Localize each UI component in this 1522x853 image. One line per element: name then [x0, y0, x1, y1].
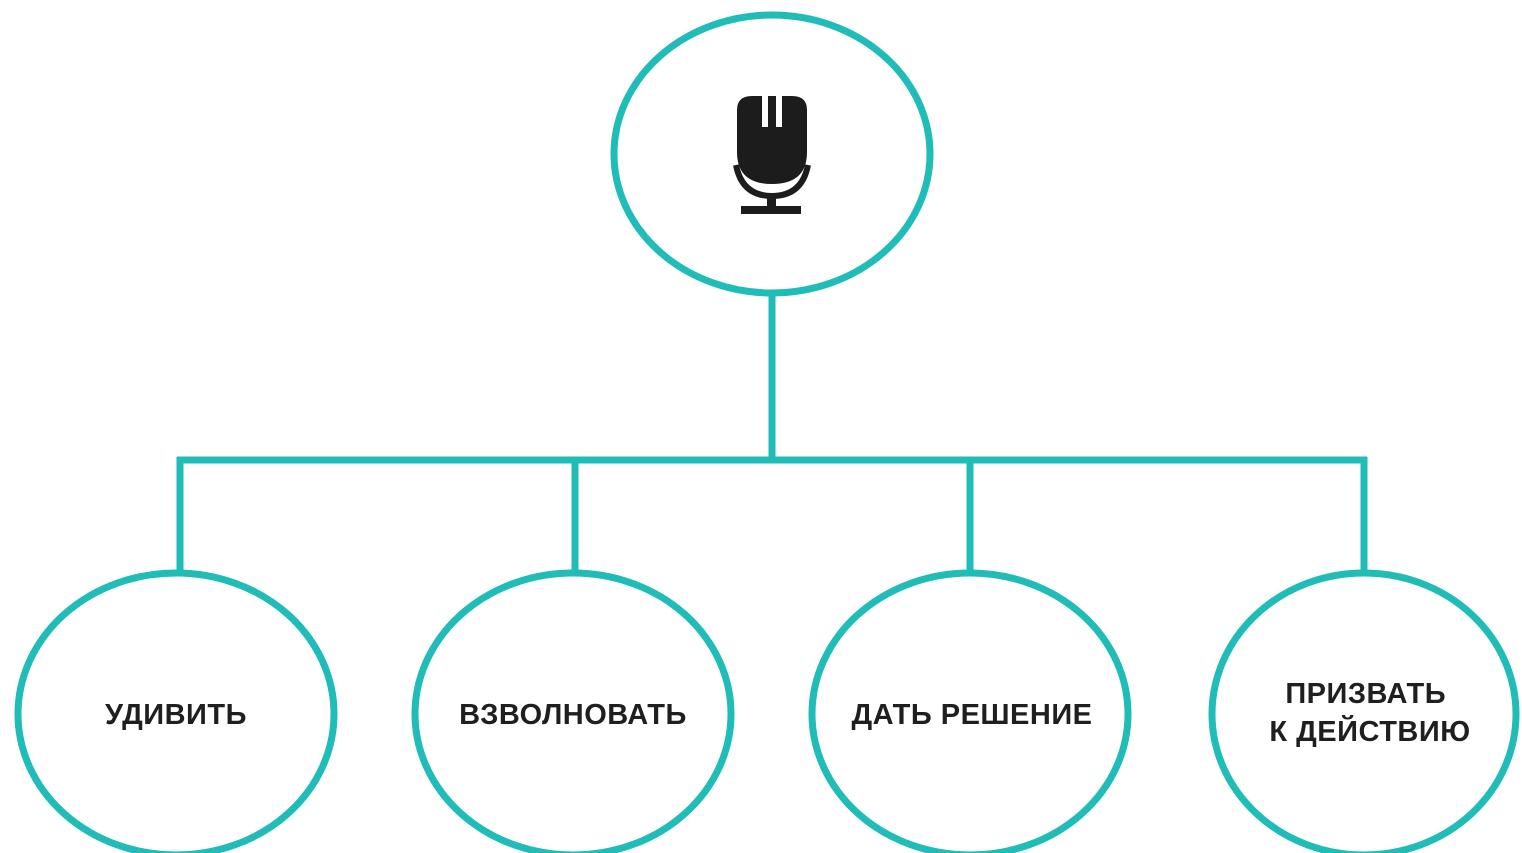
child-node-3-circle — [808, 569, 1132, 853]
child-node-4-circle — [1208, 569, 1520, 853]
root-node — [610, 11, 934, 297]
microphone-icon — [733, 96, 811, 214]
child-node-2-label: ВЗВОЛНОВАТЬ — [459, 699, 687, 731]
child-node-4-label-line-2: К ДЕЙСТВИЮ — [1269, 714, 1470, 748]
child-node-4-label: ПРИЗВАТЬ К ДЕЙСТВИЮ — [1269, 678, 1470, 748]
child-node-3-label: ДАТЬ РЕШЕНИЕ — [851, 699, 1092, 731]
connectors — [176, 294, 1368, 572]
child-node-2: ВЗВОЛНОВАТЬ — [411, 569, 735, 853]
child-node-1-circle — [14, 569, 338, 853]
child-node-4-label-line-1: ПРИЗВАТЬ — [1285, 678, 1446, 710]
child-node-1: УДИВИТЬ — [14, 569, 338, 853]
child-node-2-label-line-1: ВЗВОЛНОВАТЬ — [459, 699, 687, 731]
child-node-3-label-line-1: ДАТЬ РЕШЕНИЕ — [851, 699, 1092, 731]
child-node-1-label-line-1: УДИВИТЬ — [105, 699, 247, 731]
child-node-4: ПРИЗВАТЬ К ДЕЙСТВИЮ — [1208, 569, 1520, 853]
child-node-3: ДАТЬ РЕШЕНИЕ — [808, 569, 1132, 853]
child-node-1-label: УДИВИТЬ — [105, 699, 247, 731]
child-node-2-circle — [411, 569, 735, 853]
